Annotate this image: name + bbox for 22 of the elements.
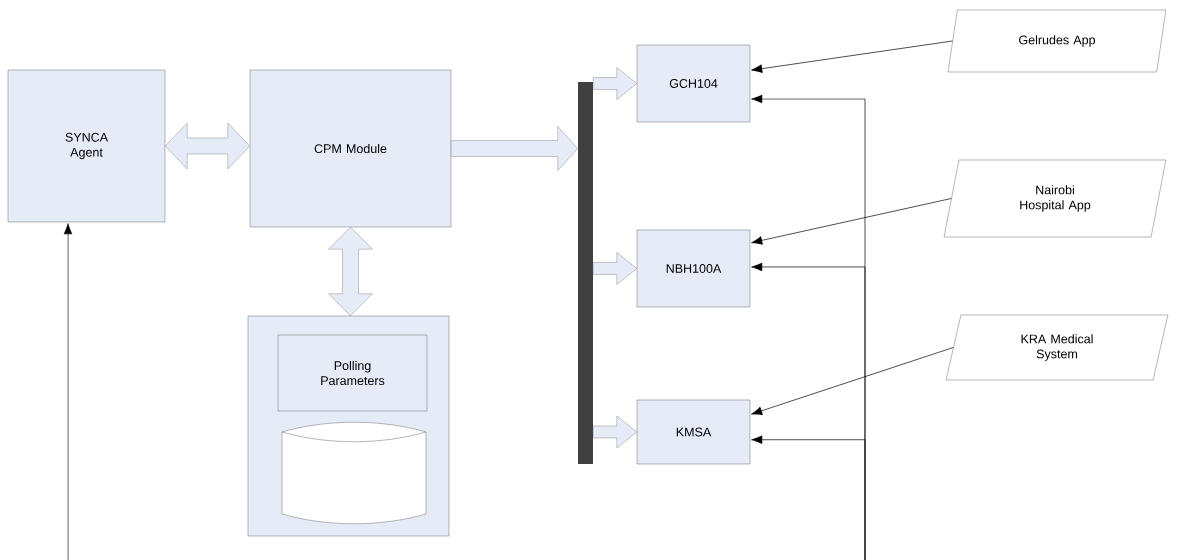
process-box: NBH100A	[636, 229, 751, 308]
process-box: Polling Parameters	[277, 334, 428, 412]
database-cylinder	[281, 422, 427, 524]
arrow	[63, 223, 73, 560]
data-parallelogram: KRA Medical System	[945, 314, 1169, 381]
arrow	[751, 40, 953, 73]
data-parallelogram: Gelrudes App	[947, 9, 1167, 73]
bus-bar	[578, 82, 593, 464]
block-arrow	[451, 126, 578, 171]
block-arrow	[593, 67, 637, 100]
block-arrow	[165, 122, 250, 170]
block-arrow	[593, 415, 637, 449]
arrow	[751, 198, 952, 245]
process-box: GCH104	[636, 44, 751, 123]
arrow	[751, 435, 866, 560]
arrow	[751, 347, 954, 415]
process-box: SYNCA Agent	[7, 69, 166, 223]
block-arrow	[328, 227, 373, 316]
data-parallelogram: Nairobi Hospital App	[943, 159, 1167, 238]
process-box: CPM Module	[249, 69, 452, 228]
process-box: KMSA	[636, 399, 751, 465]
block-arrow	[593, 252, 637, 285]
